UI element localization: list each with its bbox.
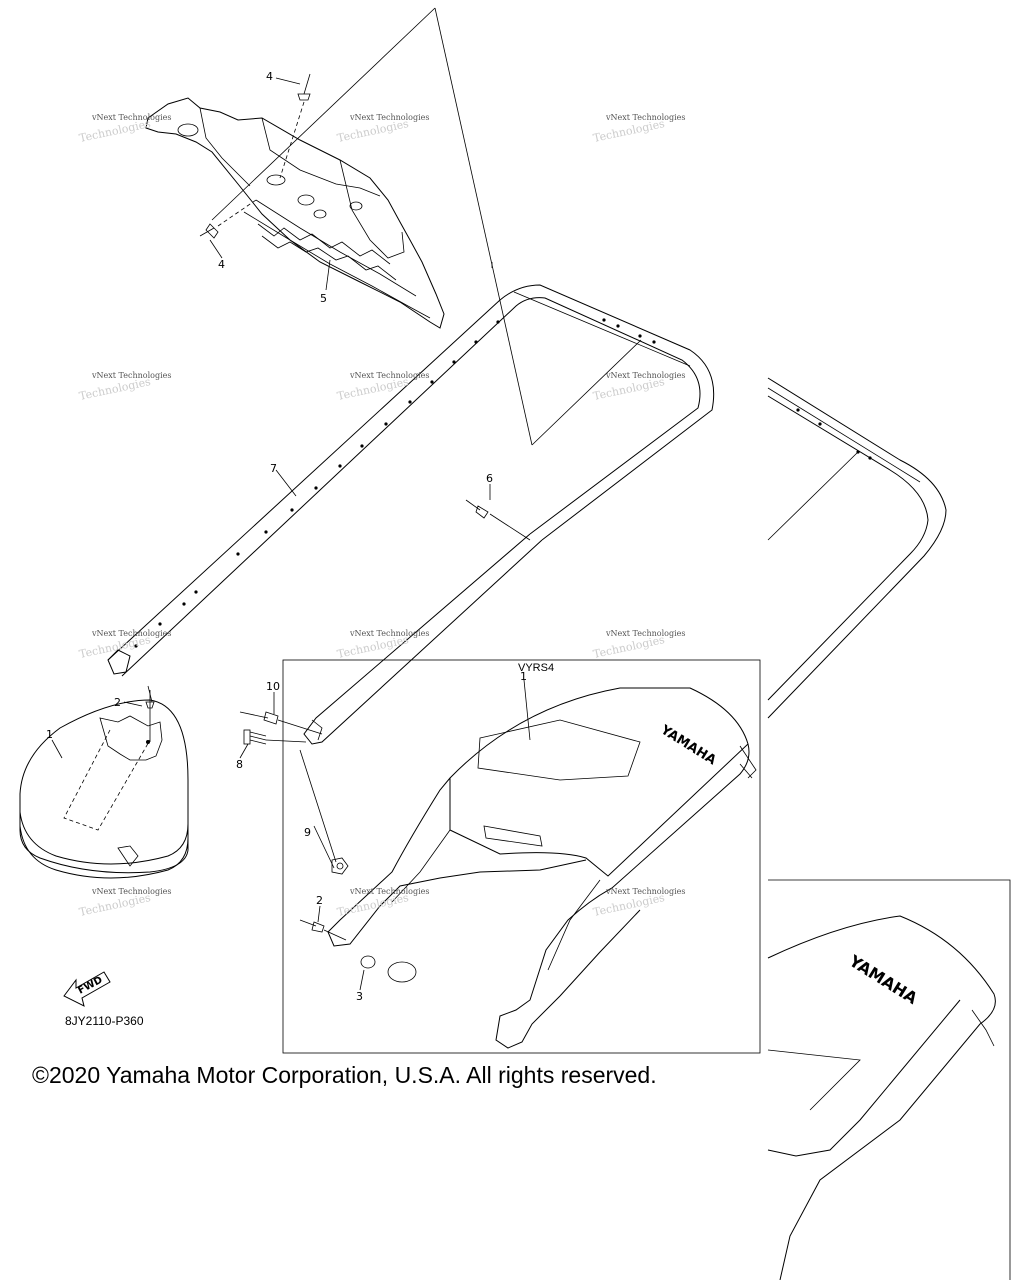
fasteners-8-9-10 (239, 711, 349, 875)
callout-5: 5 (320, 292, 327, 305)
part-5-cover (145, 97, 445, 329)
callout-labels: 4 4 5 7 6 2 1 10 8 9 1 2 3 (46, 70, 527, 1003)
brand-mark-detail: YAMAHA (845, 951, 921, 1009)
brand-mark-box: YAMAHA (657, 722, 719, 768)
seat-detail-view: YAMAHA (767, 879, 1011, 1281)
svg-text:vNext Technologies: vNext Technologies (349, 113, 429, 122)
svg-text:vNext Technologies: vNext Technologies (349, 629, 429, 638)
svg-text:vNext Technologies: vNext Technologies (605, 371, 685, 380)
part-1-cushion-left (19, 685, 189, 879)
svg-text:vNext Technologies: vNext Technologies (605, 629, 685, 638)
part-6-rivet (465, 499, 531, 541)
svg-text:vNext Technologies: vNext Technologies (91, 629, 171, 638)
callout-1-box: 1 (520, 670, 527, 683)
callout-8: 8 (236, 758, 243, 771)
callout-2-left: 2 (114, 696, 121, 709)
callout-10: 10 (266, 680, 280, 693)
callout-7: 7 (270, 462, 277, 475)
svg-text:vNext Technologies: vNext Technologies (91, 887, 171, 896)
part-4-rivets (199, 73, 311, 239)
callout-4-top: 4 (266, 70, 273, 83)
svg-text:vNext Technologies: vNext Technologies (91, 113, 171, 122)
callout-leaders (51, 77, 531, 991)
part-7-rail (107, 284, 715, 745)
svg-text:vNext Technologies: vNext Technologies (605, 113, 685, 122)
part-code: 8JY2110-P360 (65, 1014, 144, 1028)
set-label: VYRS4 (518, 662, 555, 674)
callout-6: 6 (486, 472, 493, 485)
callout-2-box: 2 (316, 894, 323, 907)
detail-box-vyrs4: YAMAHA (282, 659, 761, 1054)
svg-text:vNext Technologies: vNext Technologies (349, 887, 429, 896)
svg-text:vNext Technologies: vNext Technologies (349, 371, 429, 380)
callout-1-left: 1 (46, 728, 53, 741)
copyright-notice: ©2020 Yamaha Motor Corporation, U.S.A. A… (32, 1062, 657, 1088)
svg-text:vNext Technologies: vNext Technologies (605, 887, 685, 896)
rail-detail-view (767, 377, 947, 719)
callout-4-mid: 4 (218, 258, 225, 271)
callout-9: 9 (304, 826, 311, 839)
fwd-arrow-icon: FWD (63, 971, 111, 1007)
callout-3: 3 (356, 990, 363, 1003)
svg-text:vNext Technologies: vNext Technologies (91, 371, 171, 380)
